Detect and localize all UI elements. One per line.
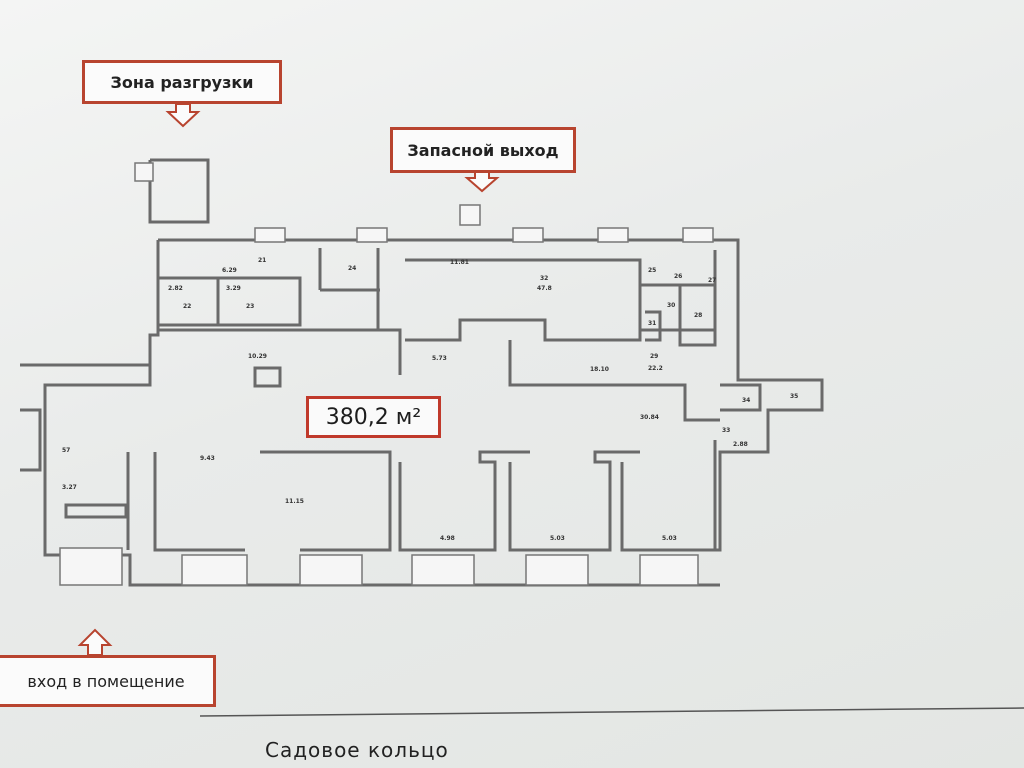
room-label: 22 <box>183 303 191 310</box>
street-name: Садовое кольцо <box>265 738 449 762</box>
room-label: 31 <box>648 320 656 327</box>
room-label: 22.2 <box>648 365 663 372</box>
emergency-exit-callout: Запасной выход <box>390 127 576 173</box>
divider-line <box>199 707 1024 717</box>
room-label: 24 <box>348 265 356 272</box>
room-label: 57 <box>62 447 70 454</box>
room-label: 30.84 <box>640 414 659 421</box>
room-label: 35 <box>790 393 798 400</box>
room-label: 5.03 <box>662 535 677 542</box>
room-label: 25 <box>648 267 656 274</box>
total-area-badge: 380,2 м² <box>306 396 441 438</box>
room-label: 3.29 <box>226 285 241 292</box>
walls <box>20 158 824 587</box>
room-label: 26 <box>674 273 682 280</box>
room-labels: 21 22 23 24 25 26 27 28 29 30 31 32 33 3… <box>62 257 798 542</box>
room-label: 10.29 <box>248 353 267 360</box>
room-label: 34 <box>742 397 750 404</box>
emergency-exit-label: Запасной выход <box>407 140 559 160</box>
room-label: 47.8 <box>537 285 552 292</box>
arrows <box>77 103 500 656</box>
entrance-label: вход в помещение <box>27 671 185 691</box>
room-label: 9.43 <box>200 455 215 462</box>
room-label: 6.29 <box>222 267 237 274</box>
room-label: 32 <box>540 275 548 282</box>
room-label: 11.15 <box>285 498 304 505</box>
arrow-down-icon <box>464 171 500 193</box>
room-label: 30 <box>667 302 675 309</box>
room-label: 29 <box>650 353 658 360</box>
room-label: 5.03 <box>550 535 565 542</box>
arrow-down-icon <box>165 103 201 128</box>
room-label: 28 <box>694 312 702 319</box>
room-label: 2.82 <box>168 285 183 292</box>
room-label: 21 <box>258 257 266 264</box>
room-label: 5.73 <box>432 355 447 362</box>
room-label: 18.10 <box>590 366 609 373</box>
room-label: 11.81 <box>450 259 469 266</box>
total-area-value: 380,2 м² <box>325 404 422 430</box>
room-label: 2.88 <box>733 441 748 448</box>
unloading-zone-label: Зона разгрузки <box>110 72 254 92</box>
windows <box>59 162 714 586</box>
entrance-callout: вход в помещение <box>0 655 216 707</box>
arrow-up-icon <box>77 628 113 656</box>
unloading-zone-callout: Зона разгрузки <box>82 60 282 104</box>
room-label: 4.98 <box>440 535 455 542</box>
room-label: 3.27 <box>62 484 77 491</box>
room-label: 23 <box>246 303 254 310</box>
room-label: 27 <box>708 277 716 284</box>
room-label: 33 <box>722 427 730 434</box>
